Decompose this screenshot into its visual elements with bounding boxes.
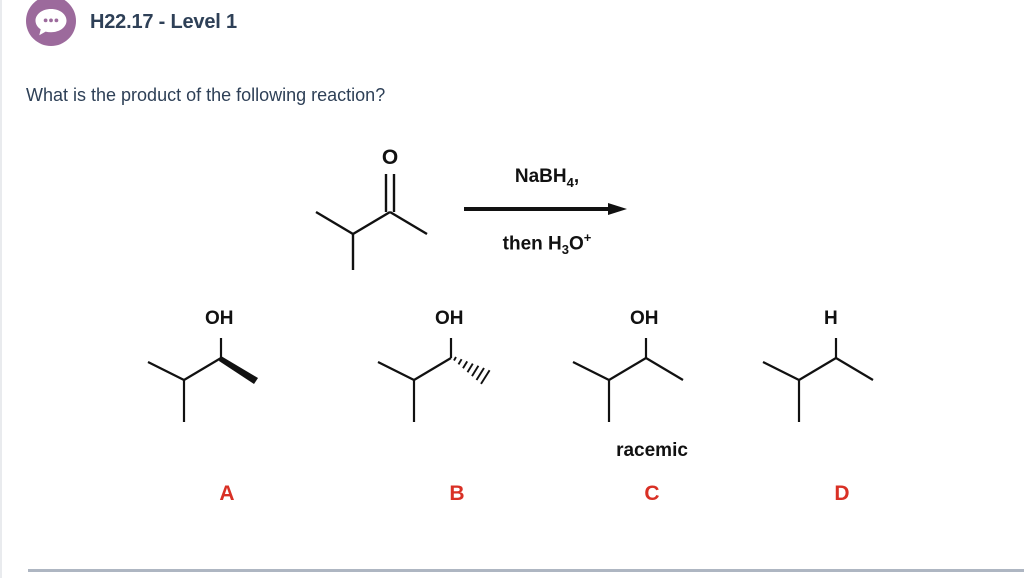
page-header: H22.17 - Level 1: [2, 0, 1024, 52]
reagent-below-arrow: then H3O+: [462, 230, 632, 257]
structure-c: [572, 338, 684, 422]
hydroxyl-label-c: OH: [630, 308, 659, 329]
bottom-divider: [28, 569, 1024, 572]
hydrogen-label-d: H: [824, 308, 838, 329]
hydroxyl-label-a: OH: [205, 308, 234, 329]
reagent-above-arrow: NaBH4,: [462, 166, 632, 190]
hydroxyl-label-b: OH: [435, 308, 464, 329]
reagent-formula: NaBH: [514, 166, 567, 187]
choice-letter-a: A: [219, 482, 235, 505]
starting-material-structure: O: [315, 146, 428, 270]
choice-letter-b: B: [449, 482, 465, 505]
workup-lead: then H: [502, 233, 562, 255]
workup-subscript: 3: [561, 242, 569, 258]
answer-choice-d[interactable]: H D: [727, 300, 957, 530]
answer-choice-a[interactable]: OH A: [112, 300, 342, 530]
answer-choices: OH A OH: [2, 300, 1024, 530]
structure-d: [762, 338, 874, 422]
bold-wedge-bond-a: [219, 356, 258, 384]
hashed-wedge-bond-b: [453, 356, 491, 385]
chat-bubble-icon: [26, 0, 76, 46]
reaction-scheme: O NaBH4, then H3O+: [302, 140, 642, 270]
workup-oxygen: O: [568, 233, 584, 255]
choice-letter-d: D: [834, 482, 850, 505]
question-text: What is the product of the following rea…: [26, 85, 386, 105]
carbonyl-oxygen-label: O: [382, 146, 398, 169]
reagent-comma: ,: [573, 166, 580, 187]
reaction-arrow-icon: [464, 203, 627, 215]
racemic-label-c: racemic: [616, 440, 688, 461]
reagent-subscript: 4: [566, 174, 574, 190]
page-title: H22.17 - Level 1: [90, 11, 237, 33]
structure-a: [147, 338, 258, 422]
workup-charge: +: [583, 230, 592, 245]
chat-bubble-glyph: [35, 9, 67, 36]
choice-letter-c: C: [644, 482, 660, 505]
answer-choice-b[interactable]: OH B: [342, 300, 572, 530]
structure-b: [377, 338, 491, 422]
answer-choice-c[interactable]: OH racemic C: [537, 300, 767, 530]
